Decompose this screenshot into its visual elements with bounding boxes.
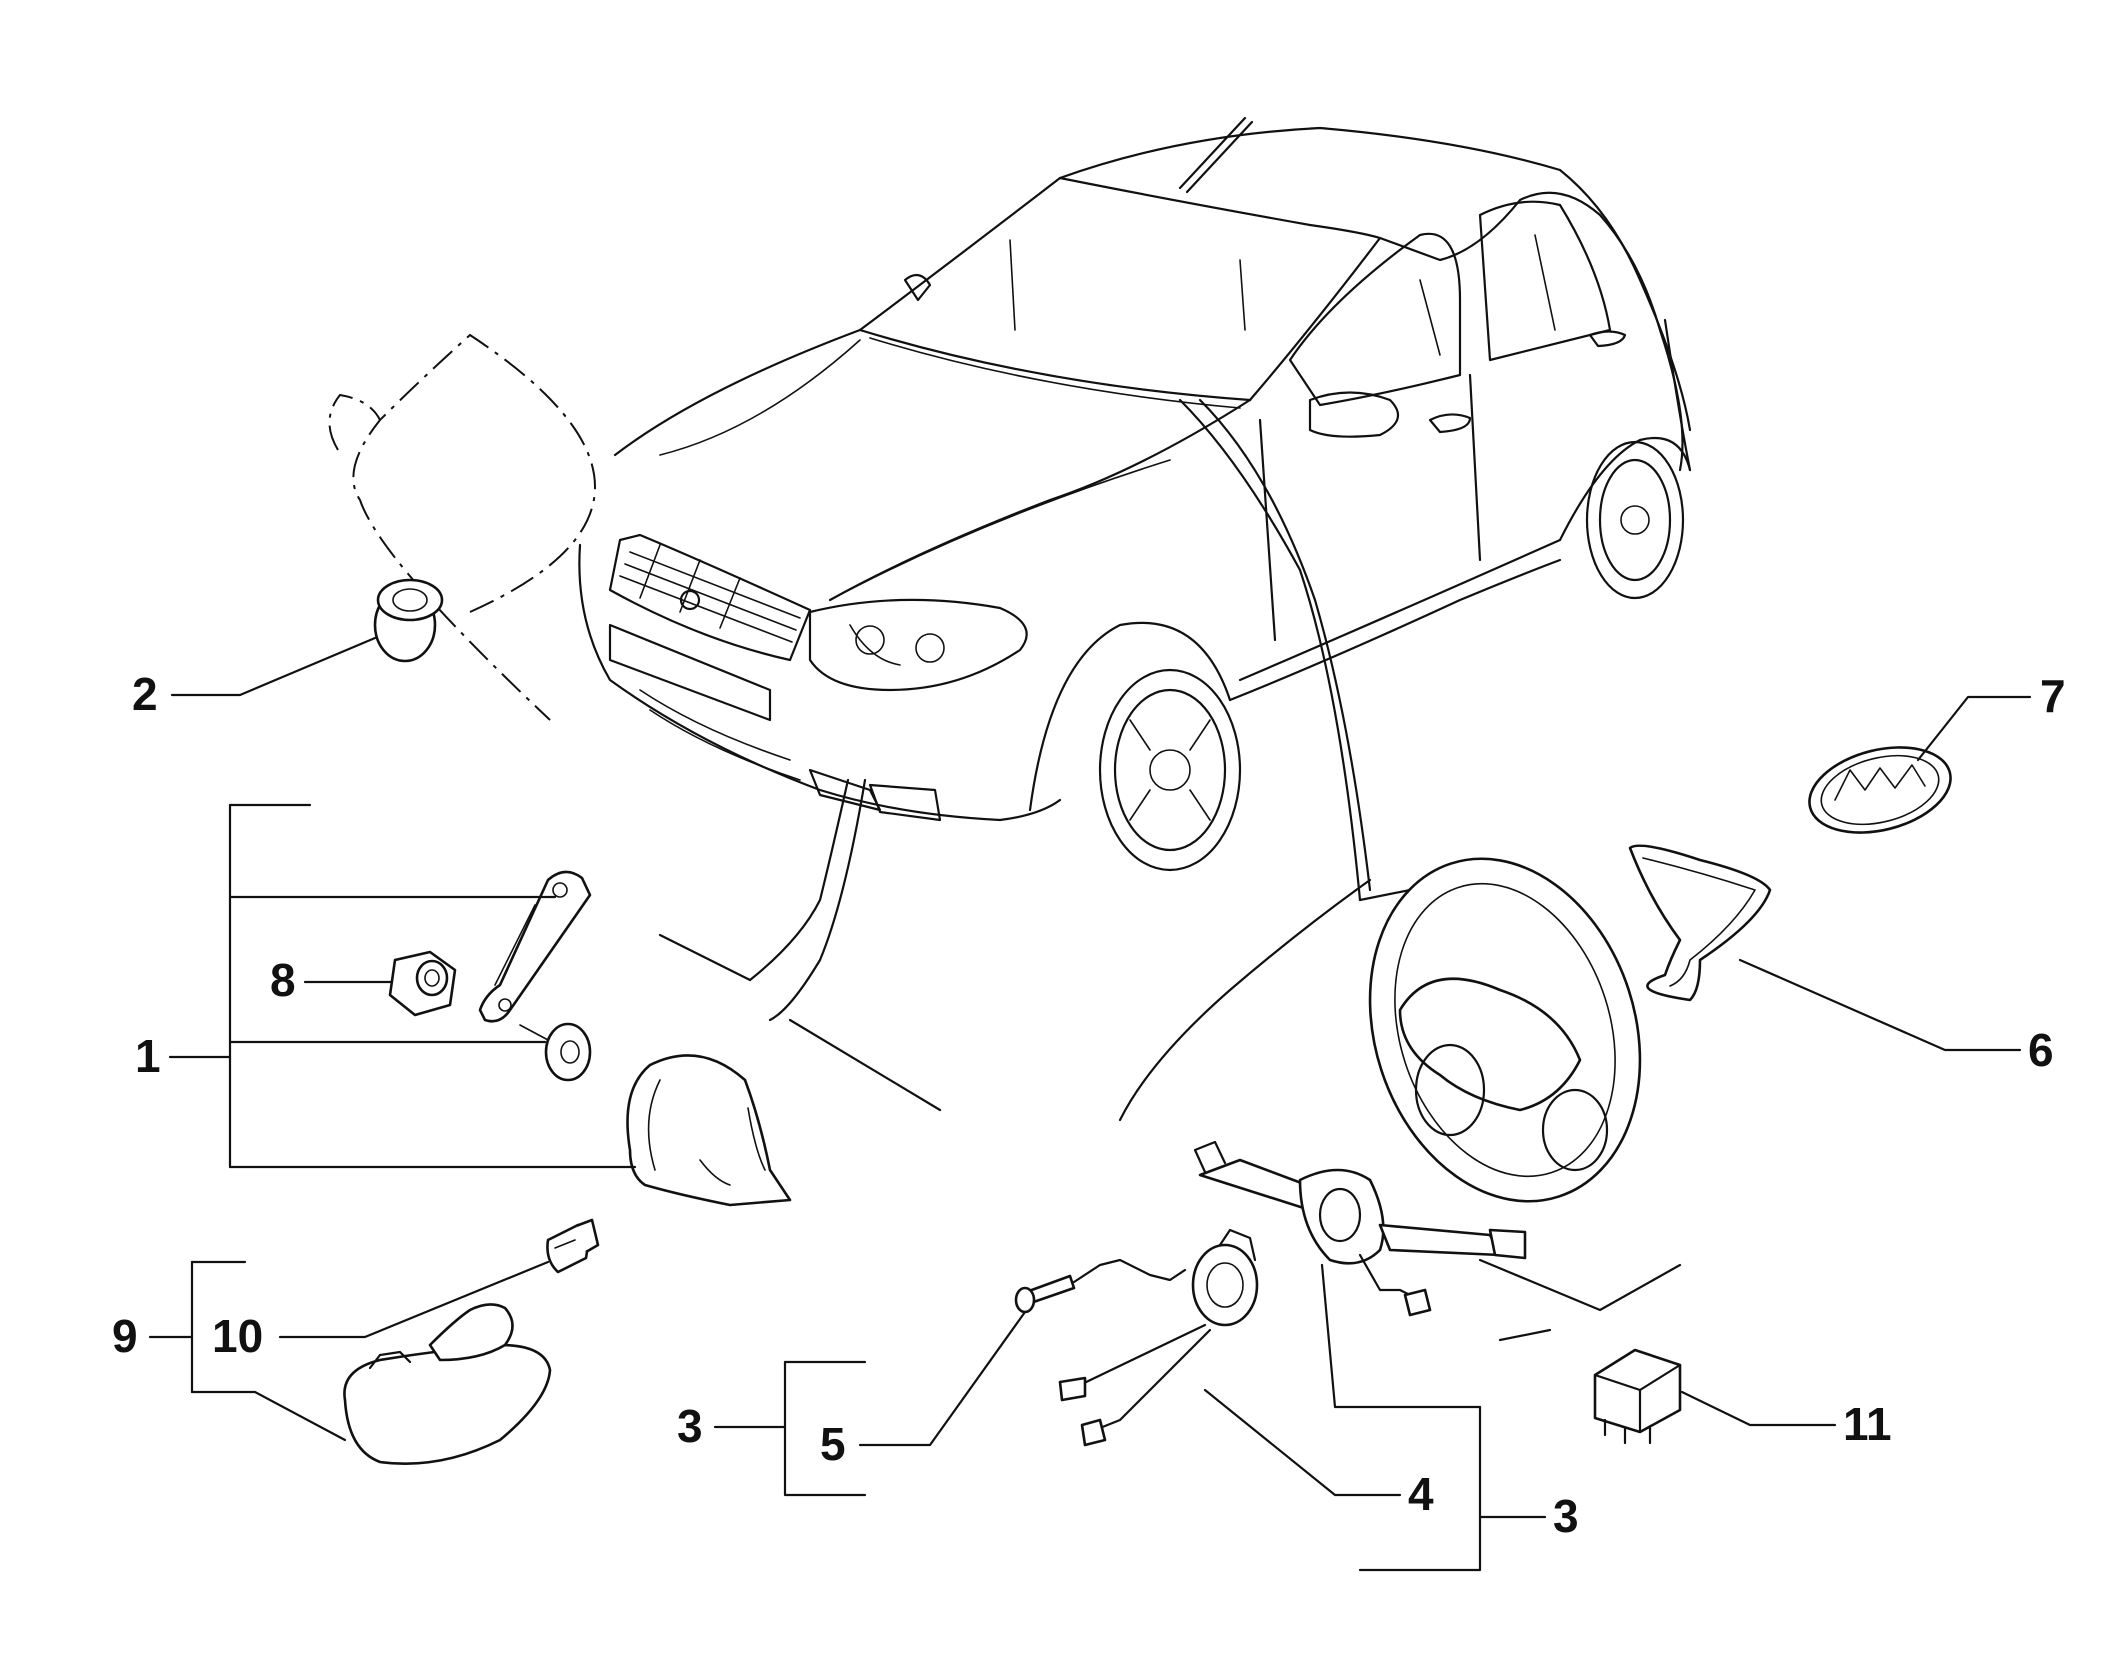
part-7-badge [1808, 746, 1952, 834]
callout-10: 10 [212, 1310, 263, 1362]
callout-7: 7 [2040, 670, 2066, 722]
part-1-washer [519, 1022, 592, 1082]
callout-6: 6 [2028, 1024, 2054, 1076]
part-11-relay [1593, 1348, 1682, 1445]
callout-8: 8 [270, 954, 296, 1006]
callout-4: 4 [1408, 1468, 1434, 1520]
part-5-screw [1014, 1258, 1187, 1314]
leader-lines [148, 636, 2032, 1572]
callout-3-right: 3 [1553, 1490, 1579, 1542]
part-4-clock-spring [1058, 1228, 1259, 1447]
part-2-grommet [373, 578, 444, 663]
connection-lines [328, 333, 1682, 1342]
car-illustration [578, 116, 1692, 872]
callout-11: 11 [1843, 1398, 1892, 1450]
part-1-horn [626, 1054, 792, 1207]
part-1-bracket [478, 870, 592, 1023]
stalk-switch-assembly [1193, 1140, 1527, 1317]
part-10-bulb [546, 1218, 600, 1274]
part-8-nut [388, 950, 457, 1017]
callout-1: 1 [135, 1030, 161, 1082]
part-9-side-repeater [343, 1303, 552, 1465]
steering-wheel [1368, 857, 1642, 1203]
callout-2: 2 [132, 668, 158, 720]
callout-5: 5 [820, 1418, 846, 1470]
callout-9: 9 [112, 1310, 138, 1362]
callout-labels: 1 2 8 7 6 9 10 3 5 4 3 11 [112, 668, 2066, 1542]
callout-3-left: 3 [677, 1400, 703, 1452]
part-6-frame [1628, 844, 1772, 1002]
